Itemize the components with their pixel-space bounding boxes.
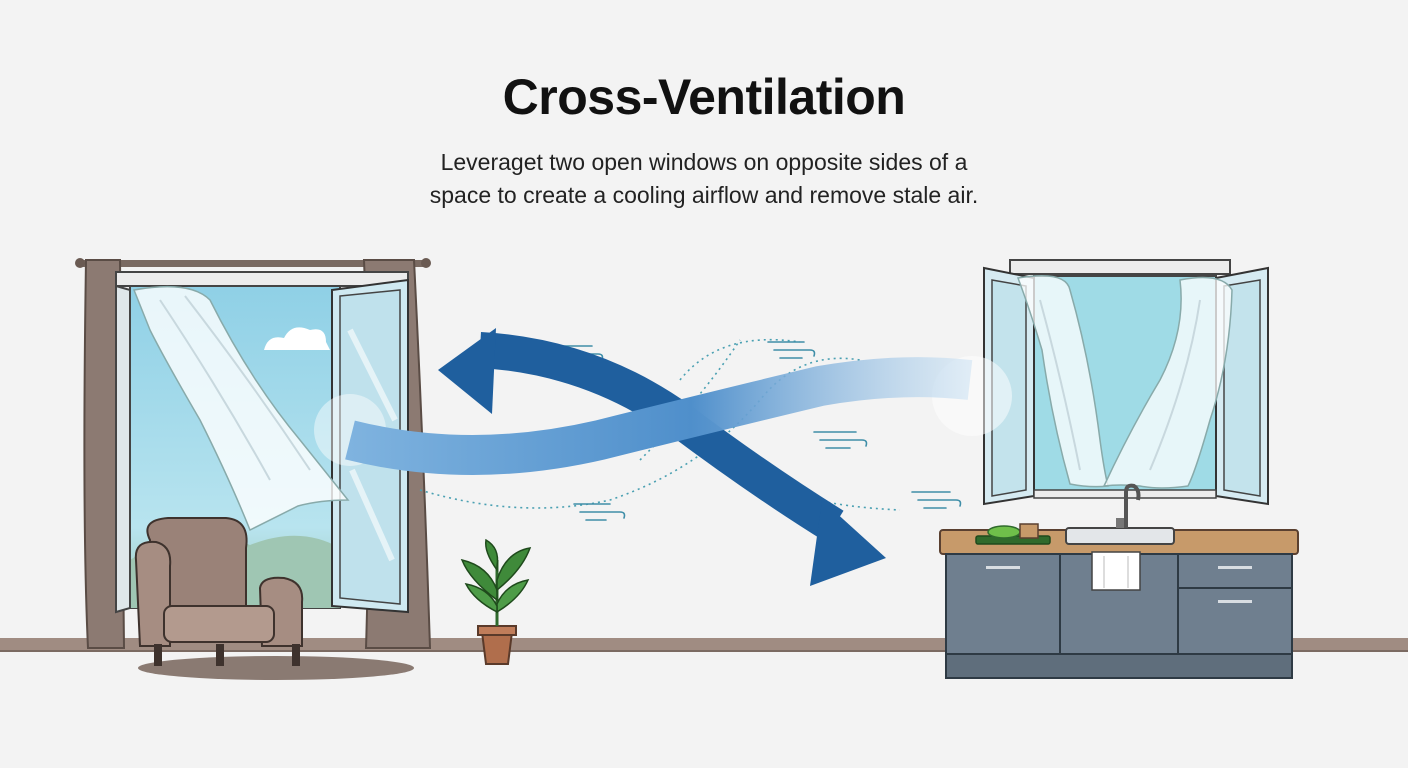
cutting-board	[975, 523, 1051, 545]
sheer-curtain	[132, 285, 350, 532]
left-curtain-left-panel	[83, 259, 126, 649]
kitchen-counter	[939, 529, 1299, 679]
airflow-arrow-incoming	[345, 357, 973, 475]
subtitle: Leveraget two open windows on opposite s…	[384, 146, 1024, 212]
rug	[138, 656, 414, 680]
subtitle-line-2: space to create a cooling airflow and re…	[429, 182, 979, 208]
page-title: Cross-Ventilation	[502, 69, 906, 125]
armchair-icon	[134, 517, 304, 666]
potted-plant-icon	[460, 538, 532, 665]
right-window	[932, 259, 1269, 506]
cloud-icon	[264, 327, 330, 350]
kitchen-sink-icon	[1065, 483, 1175, 545]
subtitle-line-1: Leveraget two open windows on opposite s…	[440, 149, 968, 175]
